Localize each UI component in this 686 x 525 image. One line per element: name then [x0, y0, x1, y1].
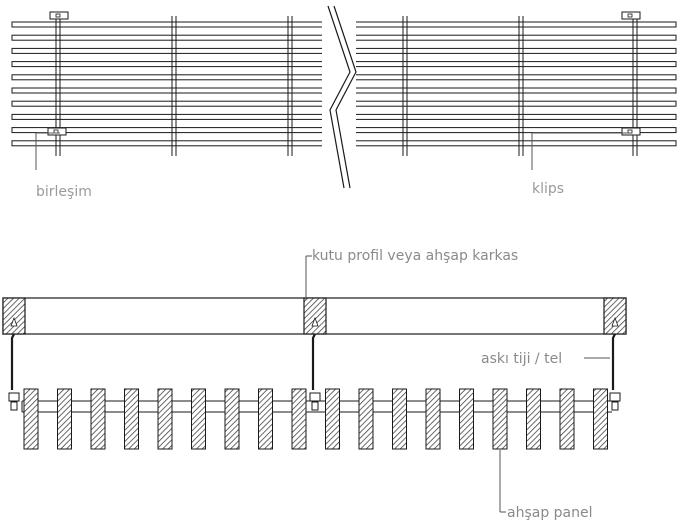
wood-panel-slat — [157, 388, 173, 450]
hanger-clip — [8, 392, 20, 402]
wood-panel-slat — [459, 388, 474, 450]
wood-panel-slat — [23, 388, 39, 450]
wood-panels — [23, 388, 608, 450]
plan-clips — [47, 11, 641, 136]
wood-panel-slat — [191, 388, 206, 450]
clip-label: klips — [532, 181, 564, 197]
hanger-label: askı tiji / tel — [481, 351, 562, 367]
frame-block-left — [2, 297, 26, 335]
hanger-anchor — [10, 316, 18, 327]
wood-panel-slat — [492, 388, 508, 450]
clip-leader: klips — [531, 132, 628, 197]
wood-panel-slat — [90, 388, 106, 450]
hanger-anchor — [311, 316, 319, 327]
plan-clip-hole — [627, 13, 633, 18]
panel-leader: ahşap panel — [499, 450, 593, 521]
wood-panel-slat — [559, 388, 575, 450]
section-view: kutu profil veya ahşap karkas askı tiji … — [2, 248, 627, 521]
hanger-clip — [309, 392, 321, 402]
wood-panel-slat — [124, 388, 139, 450]
hanger-leader: askı tiji / tel — [481, 351, 610, 367]
wood-panel-slat — [593, 388, 608, 450]
frame-leader: kutu profil veya ahşap karkas — [305, 248, 518, 300]
hanger-rod — [311, 333, 316, 390]
hanger-rods — [8, 316, 621, 411]
hanger-clip — [609, 392, 621, 402]
plan-clip-hole — [627, 129, 633, 134]
plan-view: birleşim klips — [11, 4, 677, 200]
hanger-rod — [611, 333, 616, 390]
wood-panel-slat — [224, 388, 240, 450]
carrier-rail — [21, 400, 612, 413]
wood-panel-slat — [526, 388, 541, 450]
wood-panel-slat — [358, 388, 374, 450]
plan-clip-hole — [55, 13, 61, 18]
wood-panel-slat — [57, 388, 72, 450]
wood-panel-slat — [258, 388, 273, 450]
hanger-clip-lower — [611, 401, 619, 411]
hanger-anchor — [611, 316, 619, 327]
frame-block-middle — [303, 297, 327, 335]
frame-block-right — [603, 297, 627, 335]
panel-label: ahşap panel — [507, 505, 593, 521]
frame-label: kutu profil veya ahşap karkas — [312, 248, 518, 264]
wood-panel-slat — [392, 388, 407, 450]
hanger-clip-lower — [311, 401, 319, 411]
wood-panel-slat — [325, 388, 340, 450]
joint-leader: birleşim — [35, 132, 92, 200]
wood-panel-slat — [291, 388, 307, 450]
joint-label: birleşim — [36, 184, 92, 200]
hanger-rod — [10, 333, 15, 390]
break-line — [322, 4, 357, 190]
wood-panel-slat — [425, 388, 441, 450]
hanger-clip-lower — [10, 401, 18, 411]
